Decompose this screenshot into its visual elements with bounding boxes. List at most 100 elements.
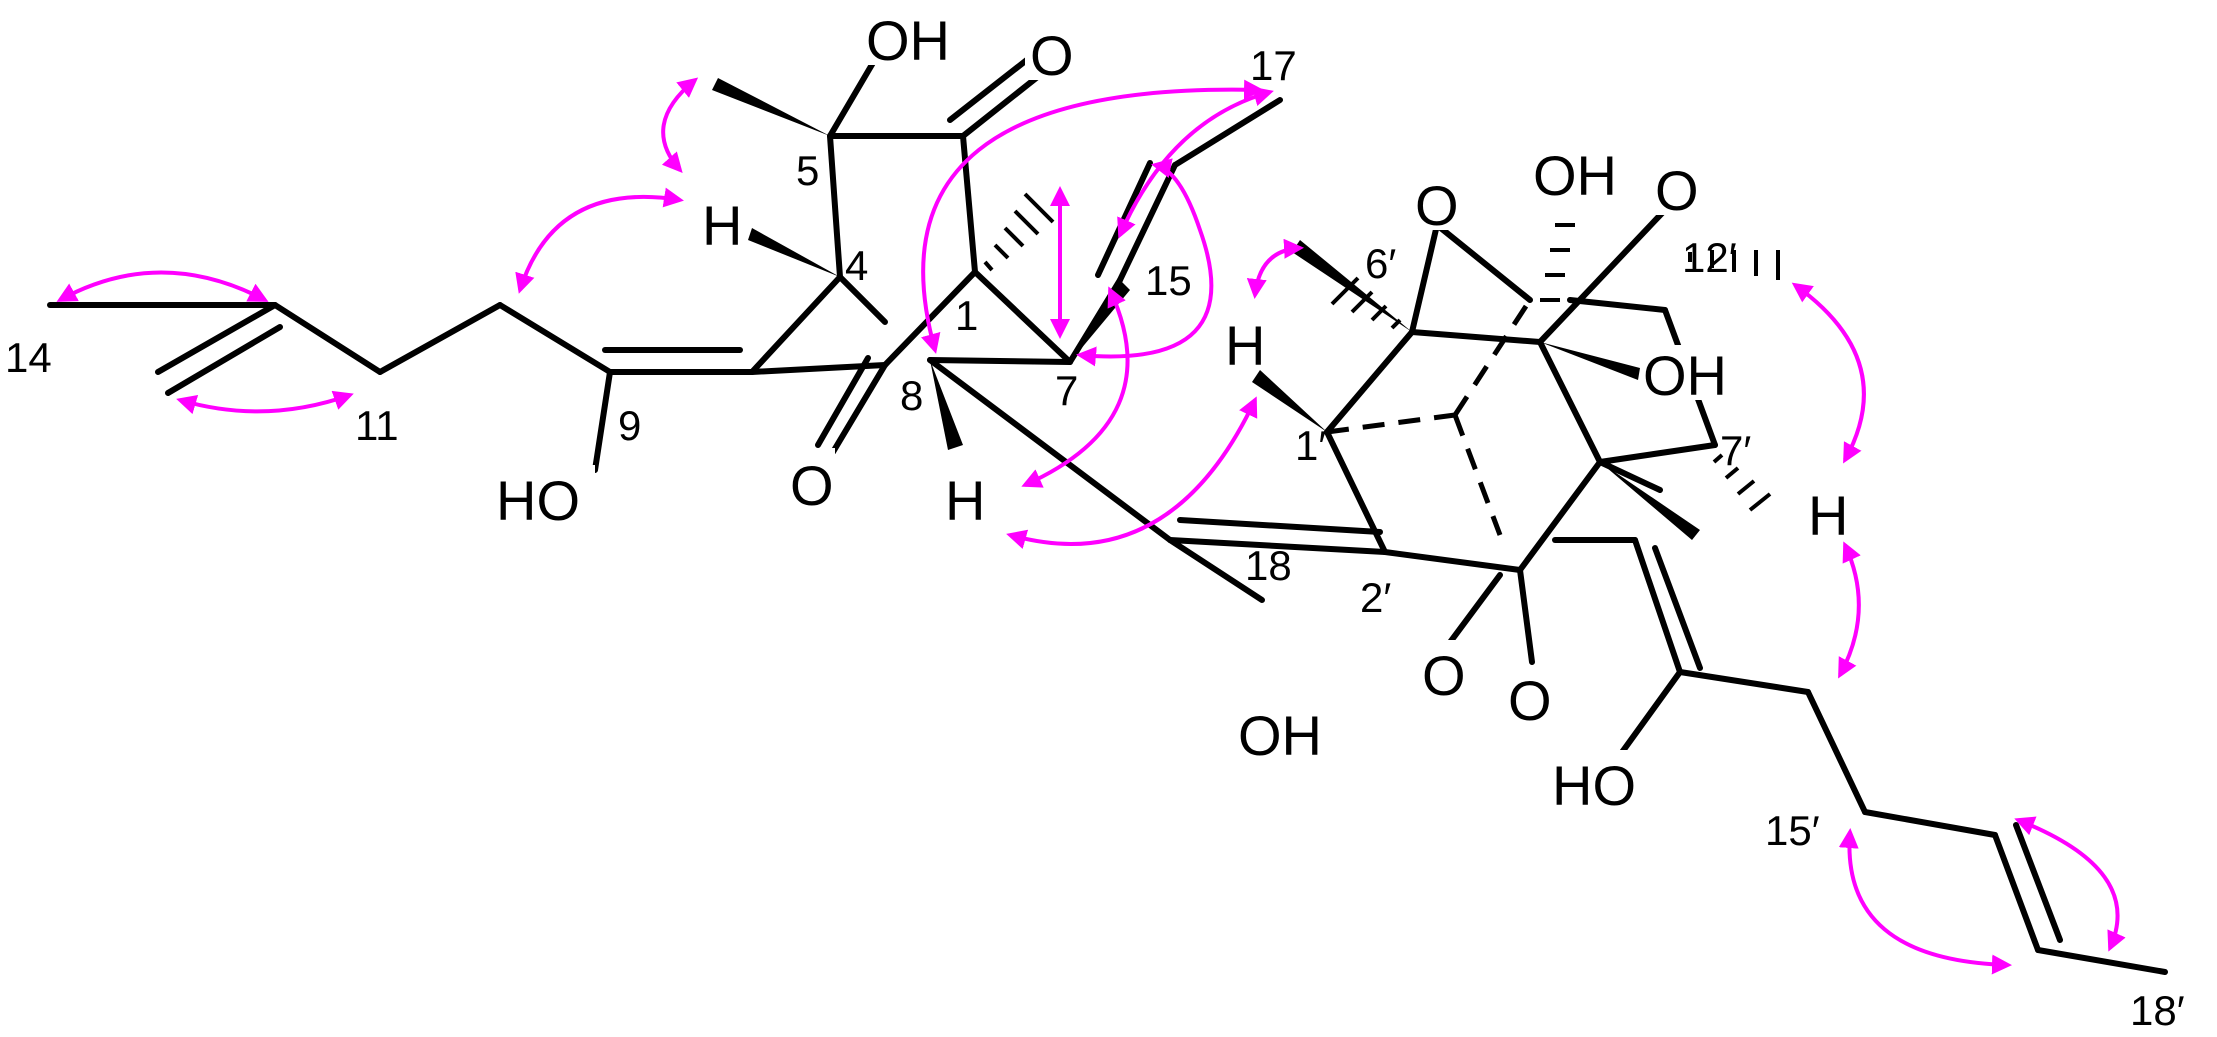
bond-c9p-c10p-double bbox=[1652, 545, 1703, 671]
locant-2p: 2′ bbox=[1360, 574, 1391, 621]
bond-c4-c2-bridge bbox=[837, 274, 888, 325]
label-ho9: HO bbox=[496, 469, 580, 532]
label-o-bridge2: O bbox=[1655, 159, 1699, 222]
hash-c1-me bbox=[983, 192, 1055, 272]
dashed-bonds-right bbox=[1326, 298, 1533, 536]
noe-arrow-me5-h4 bbox=[661, 77, 699, 173]
noe-arrow-h-me6p bbox=[1246, 238, 1304, 299]
noe-arrow-15p-17p bbox=[1838, 828, 2012, 975]
locant-14: 14 bbox=[5, 334, 52, 381]
bond-c4p-c7p bbox=[1597, 442, 1718, 465]
locant-12p: 12′ bbox=[1682, 234, 1737, 281]
bond-c6-o bbox=[960, 72, 1043, 139]
bond-c3p-c4p bbox=[1517, 459, 1603, 573]
bond-c2-o-double bbox=[815, 355, 871, 448]
wedge-c5-me bbox=[712, 78, 830, 136]
bond-c15-c16-double bbox=[1095, 160, 1153, 278]
label-oh-c5: OH bbox=[866, 9, 950, 72]
label-o-c6: O bbox=[1030, 24, 1074, 87]
locant-6p: 6′ bbox=[1365, 240, 1396, 287]
locant-7p: 7′ bbox=[1720, 427, 1751, 474]
noe-arrow-14-13 bbox=[56, 270, 269, 302]
label-oh-mid-right: OH bbox=[1643, 344, 1727, 407]
wedge-c8-h bbox=[930, 360, 963, 450]
label-o-right2: O bbox=[1508, 669, 1552, 732]
bond-c1-c7 bbox=[972, 269, 1073, 365]
bond-c4-c5 bbox=[827, 133, 843, 280]
bond-c3-c4 bbox=[749, 274, 843, 375]
stereo-bonds-right bbox=[1252, 223, 1780, 540]
atom-labels: OH O H HO O H OH O O H OH H OH O O HO bbox=[495, 9, 1848, 817]
bond-c3p-o bbox=[1517, 567, 1535, 665]
label-h7p: H bbox=[1808, 484, 1848, 547]
bond-c6-o-double bbox=[947, 56, 1031, 123]
bond-c10p-oh bbox=[1617, 669, 1683, 758]
bond-o-c bbox=[1434, 222, 1533, 303]
bond-c13-c12-double bbox=[165, 324, 283, 396]
locant-9: 9 bbox=[618, 402, 641, 449]
bond-c15p-c16p bbox=[1862, 809, 1998, 838]
noe-arrow-18-h1p bbox=[1006, 396, 1258, 549]
noe-arrow-16p-18p bbox=[2014, 816, 2126, 952]
dash-bridge-down bbox=[1452, 414, 1503, 536]
bond-c18-c2p-double bbox=[1177, 517, 1383, 535]
bond-c8p-c bbox=[1567, 297, 1668, 313]
bond-c6p-c5p bbox=[1409, 329, 1543, 345]
label-h8: H bbox=[945, 469, 985, 532]
label-o-right1: O bbox=[1422, 644, 1466, 707]
locant-7: 7 bbox=[1055, 367, 1078, 414]
noe-correlation-arrows bbox=[56, 77, 2126, 975]
bonds-right-unit bbox=[1324, 207, 2168, 975]
hash-c7p-h bbox=[1712, 453, 1772, 512]
noe-arrow-h7p-14p bbox=[1838, 541, 1861, 679]
locant-15: 15 bbox=[1145, 257, 1192, 304]
dash-c1p-bridge bbox=[1326, 412, 1456, 435]
bond-c4p-mid bbox=[1597, 459, 1663, 493]
bond-c5p-o2 bbox=[1537, 207, 1668, 345]
label-h4: H bbox=[702, 194, 742, 257]
locant-4: 4 bbox=[845, 242, 868, 289]
label-oh-top-right: OH bbox=[1533, 144, 1617, 207]
wedge-c1p-h bbox=[1252, 370, 1327, 432]
dash-bridge-up bbox=[1452, 298, 1533, 417]
bond-c10-c9 bbox=[497, 302, 613, 375]
wedge-c5p-oh bbox=[1540, 342, 1640, 380]
locant-5: 5 bbox=[796, 147, 819, 194]
hash-c-oh-top bbox=[1540, 223, 1575, 302]
locant-18p: 18′ bbox=[2130, 987, 2185, 1034]
locant-8: 8 bbox=[900, 372, 923, 419]
bond-c13-c11 bbox=[272, 302, 383, 375]
bond-c2p-c3p bbox=[1382, 549, 1523, 573]
bond-c18-oh bbox=[1167, 537, 1265, 603]
hash-c12p-me bbox=[1688, 250, 1780, 280]
wedge-c4-h bbox=[748, 228, 840, 277]
bond-c13-c12 bbox=[155, 302, 278, 375]
label-ho-right: HO bbox=[1552, 754, 1636, 817]
bond-c2-o bbox=[830, 362, 888, 455]
locant-1p: 1′ bbox=[1295, 422, 1326, 469]
bond-c7-c8 bbox=[927, 357, 1073, 365]
label-o-bridge1: O bbox=[1415, 174, 1459, 237]
bond-c1p-c2p bbox=[1324, 429, 1388, 555]
label-h-left: H bbox=[1225, 314, 1265, 377]
bond-c5-oh bbox=[827, 53, 880, 139]
bond-c1p-c6p bbox=[1324, 329, 1415, 435]
noe-arrow-h7-16 bbox=[1076, 158, 1214, 367]
bond-c16p-c17p-double bbox=[2013, 822, 2063, 943]
bond-c17p-c18p bbox=[2035, 947, 2168, 975]
hash-c6p bbox=[1330, 276, 1402, 330]
label-o2: O bbox=[790, 454, 834, 517]
noe-arrow-10-h4 bbox=[515, 187, 684, 294]
locant-15p: 15′ bbox=[1765, 807, 1820, 854]
bond-c9-oh bbox=[592, 369, 613, 473]
locant-1: 1 bbox=[955, 292, 978, 339]
bond-c10p-c14p bbox=[1677, 669, 1811, 695]
bond-c6p-o bbox=[1409, 222, 1440, 335]
bond-c5p-c4p bbox=[1537, 339, 1603, 465]
label-oh18: OH bbox=[1238, 704, 1322, 767]
wedge-c4p-me bbox=[1600, 462, 1700, 540]
bond-c14p-c15p bbox=[1805, 689, 1868, 815]
noe-arrow-12-11 bbox=[176, 390, 354, 415]
bond-c9p-c10p bbox=[1632, 537, 1683, 675]
